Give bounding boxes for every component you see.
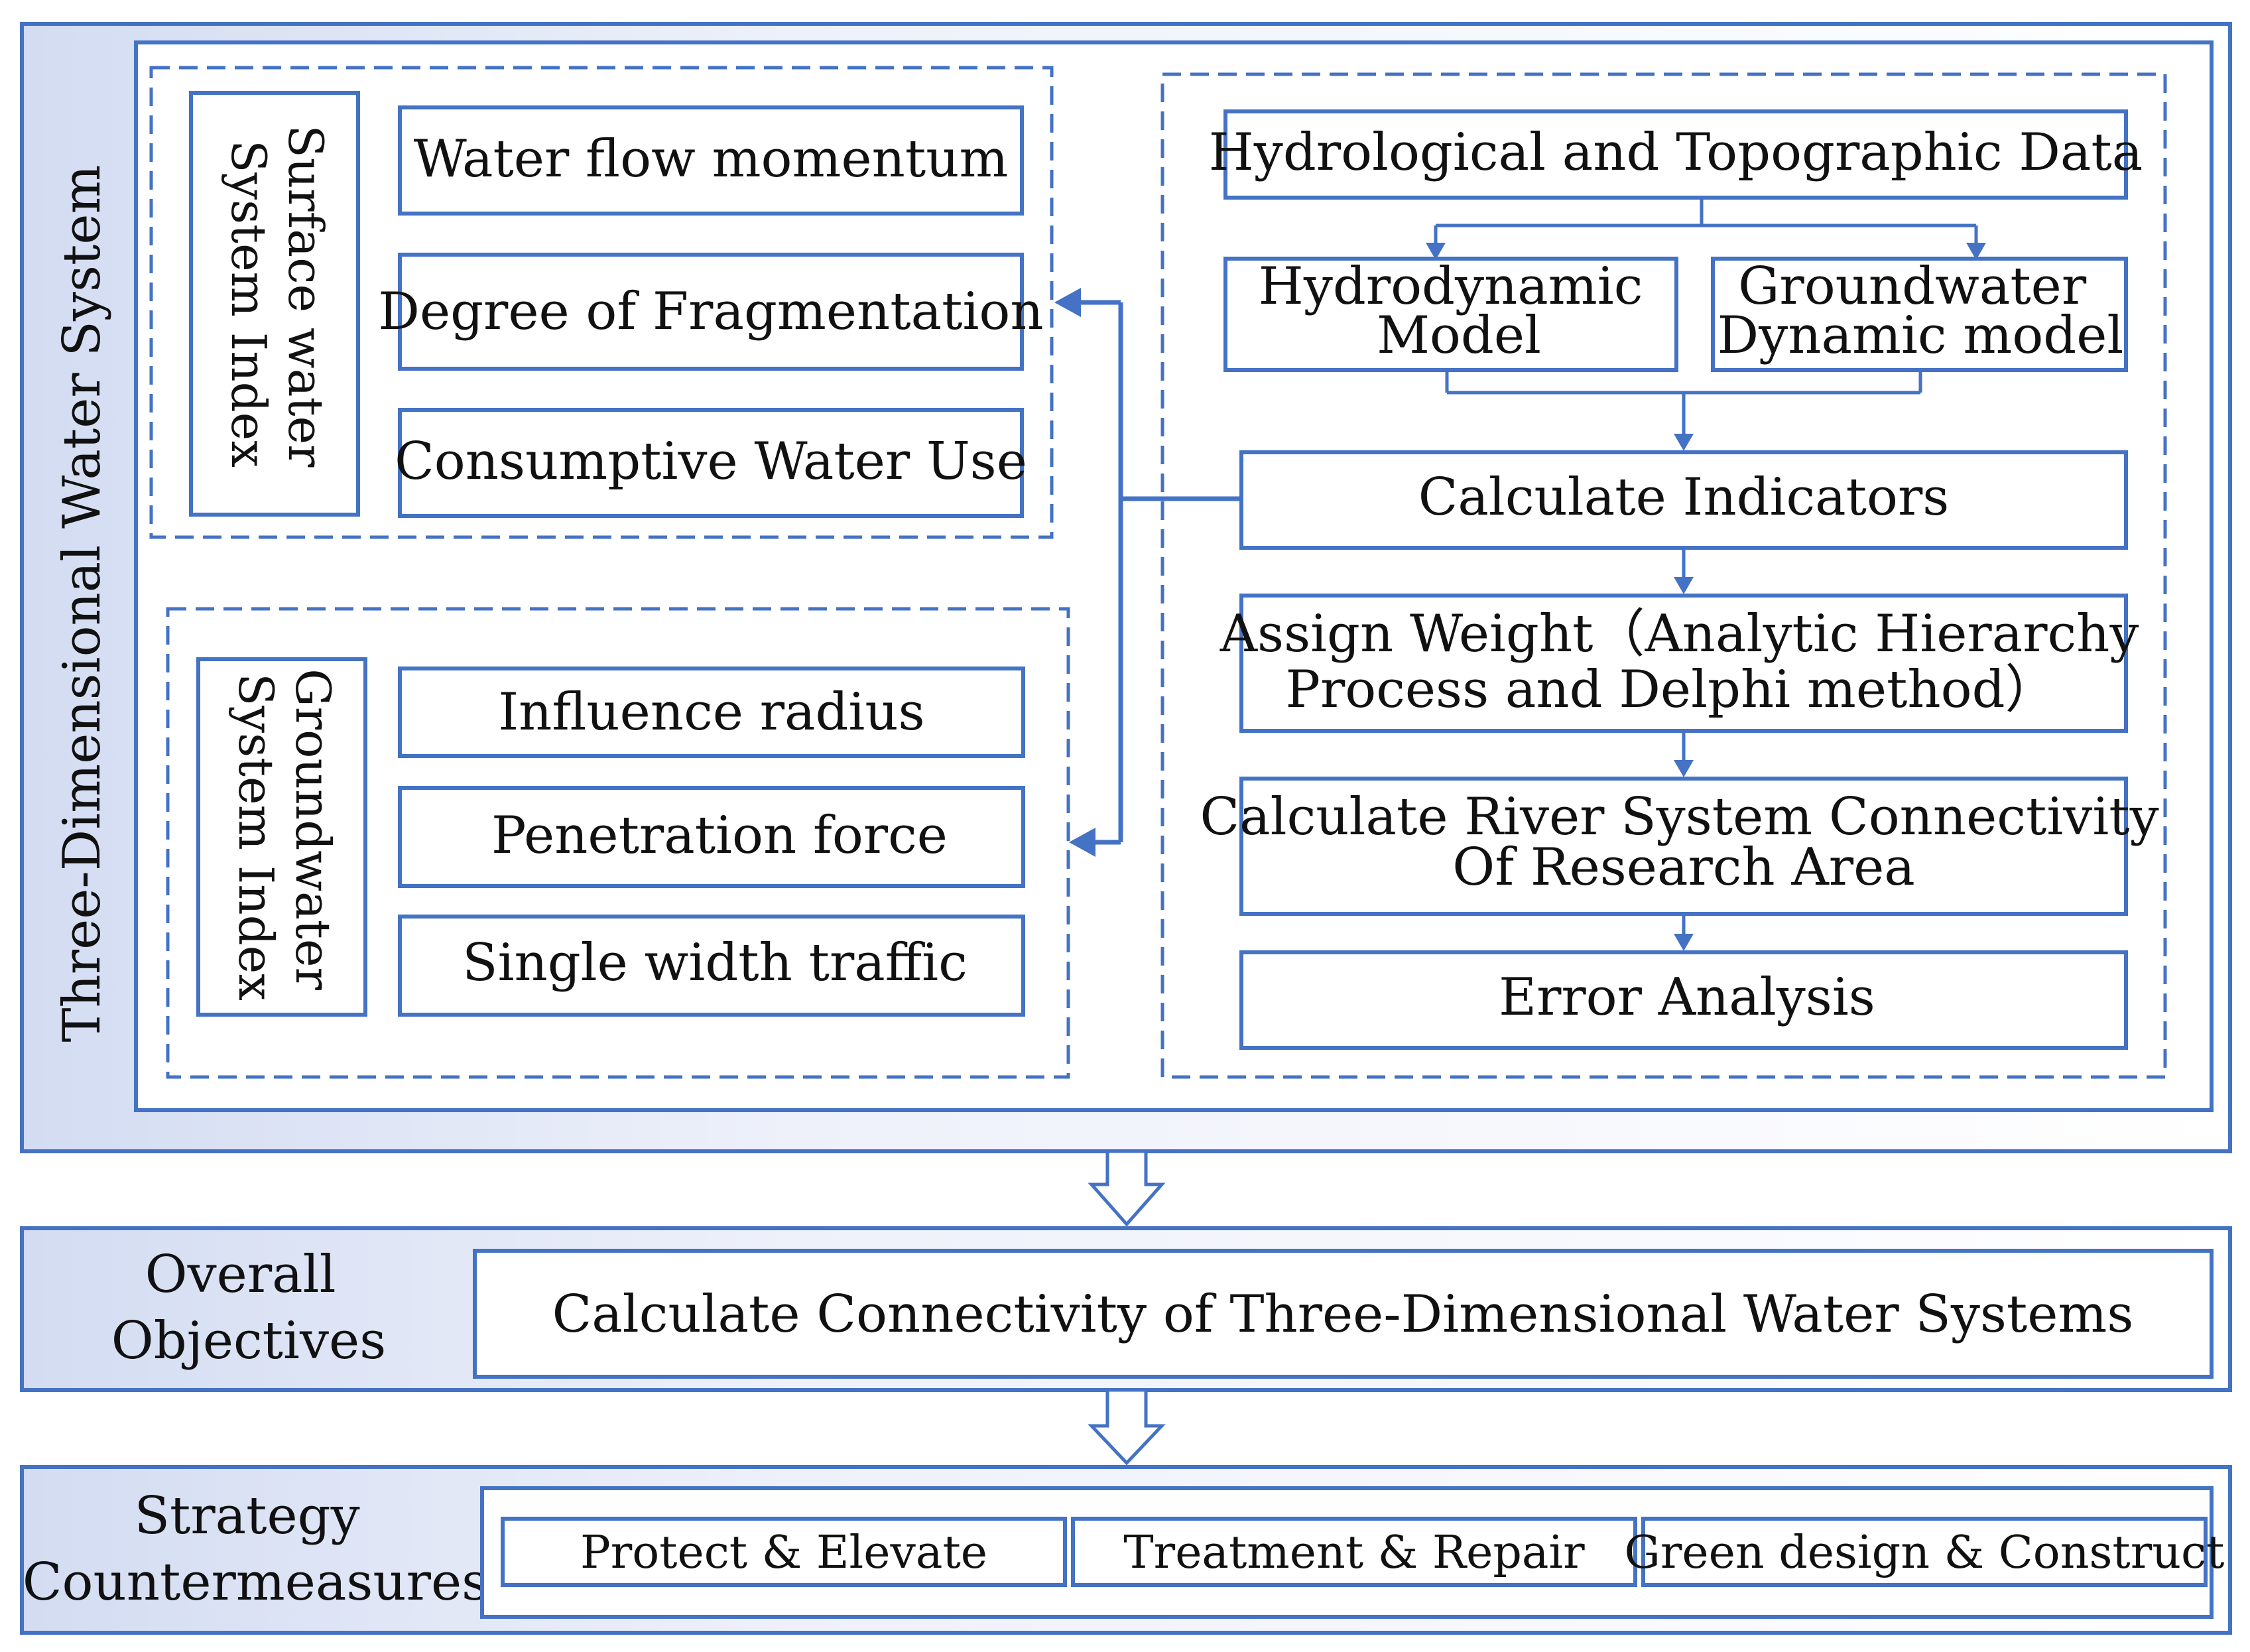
- groundwater-label-box: [196, 657, 367, 1017]
- arrowhead-error: [1674, 934, 1694, 951]
- arrowhead-groundwater: [1069, 828, 1095, 857]
- ground-item-box-1: [398, 667, 1025, 758]
- surface-item-1: Water flow momentum: [414, 129, 1009, 189]
- surface-water-group: Surface water System Index Water flow mo…: [149, 66, 1054, 539]
- groundwater-label: Groundwater System Index: [228, 668, 341, 1005]
- arrowhead-weight: [1674, 577, 1694, 594]
- ground-item-2: Penetration force: [491, 806, 948, 865]
- arrowhead-connectivity: [1674, 760, 1694, 777]
- surface-item-3: Consumptive Water Use: [395, 432, 1027, 491]
- three-dimensional-water-system-panel: Three-Dimensional Water System: [20, 22, 2232, 1153]
- ground-model-box: [1711, 257, 2128, 372]
- hollow-arrow-1: [1088, 1149, 1166, 1227]
- feedback-connector: [1054, 288, 1241, 857]
- hydro-model-label: Hydrodynamic Model: [1259, 257, 1659, 365]
- calc-connectivity-label: Calculate River System Connectivity Of R…: [1200, 787, 2175, 897]
- surface-item-2: Degree of Fragmentation: [378, 282, 1043, 342]
- data-label: Hydrological and Topographic Data: [1209, 123, 2143, 182]
- objectives-label: Overall Objectives: [111, 1245, 386, 1371]
- ground-item-box-3: [398, 915, 1025, 1017]
- calc-indicators-label: Calculate Indicators: [1418, 468, 1950, 527]
- system-title: Three-Dimensional Water System: [52, 165, 112, 1043]
- assign-weight-box: [1239, 594, 2128, 733]
- strategy-panel: Strategy Countermeasures Protect & Eleva…: [20, 1465, 2232, 1635]
- strategy-label: Strategy Countermeasures: [23, 1486, 488, 1612]
- objectives-text: Calculate Connectivity of Three-Dimensio…: [552, 1285, 2134, 1344]
- surface-item-box-3: [398, 408, 1024, 518]
- calc-connectivity-box: [1239, 777, 2128, 916]
- hollow-arrow-2: [1088, 1388, 1166, 1466]
- arrowhead-ground: [1966, 243, 1986, 260]
- ground-item-3: Single width traffic: [462, 933, 968, 993]
- strategy-item-box-1: [501, 1517, 1067, 1587]
- surface-water-label-box: [189, 91, 360, 517]
- surface-water-label: Surface water System Index: [221, 125, 334, 483]
- arrowhead-calc: [1674, 434, 1694, 451]
- assign-weight-label: Assign Weight（Analytic Hierarchy Process…: [1219, 604, 2156, 720]
- hydro-model-box: [1223, 257, 1678, 372]
- strategy-item-box-3: [1641, 1517, 2208, 1587]
- groundwater-group: Groundwater System Index Influence radiu…: [166, 607, 1070, 1079]
- objectives-box: [473, 1249, 2214, 1379]
- ground-item-box-2: [398, 786, 1025, 888]
- error-analysis-label: Error Analysis: [1499, 968, 1875, 1027]
- ground-model-label: Groundwater Dynamic model: [1718, 257, 2124, 365]
- surface-item-box-2: [398, 253, 1024, 371]
- merge-connector: [1445, 370, 1922, 435]
- arrowhead-hydro: [1426, 243, 1446, 260]
- strategy-item-3: Green design & Construct: [1625, 1527, 2225, 1579]
- split-connector: [1434, 198, 1978, 248]
- strategy-item-box-2: [1071, 1517, 1637, 1587]
- strategy-item-2: Treatment & Repair: [1123, 1527, 1585, 1579]
- strategy-item-1: Protect & Elevate: [580, 1527, 987, 1579]
- overall-objectives-panel: Overall Objectives Calculate Connectivit…: [20, 1226, 2232, 1392]
- error-analysis-box: [1239, 950, 2128, 1050]
- surface-item-box-1: [398, 105, 1024, 216]
- data-box: [1223, 109, 2128, 200]
- process-group: Hydrological and Topographic Data Hydrod…: [1160, 72, 2175, 1079]
- calc-indicators-box: [1239, 450, 2128, 550]
- arrowhead-surface: [1054, 288, 1081, 317]
- ground-item-1: Influence radius: [498, 682, 924, 742]
